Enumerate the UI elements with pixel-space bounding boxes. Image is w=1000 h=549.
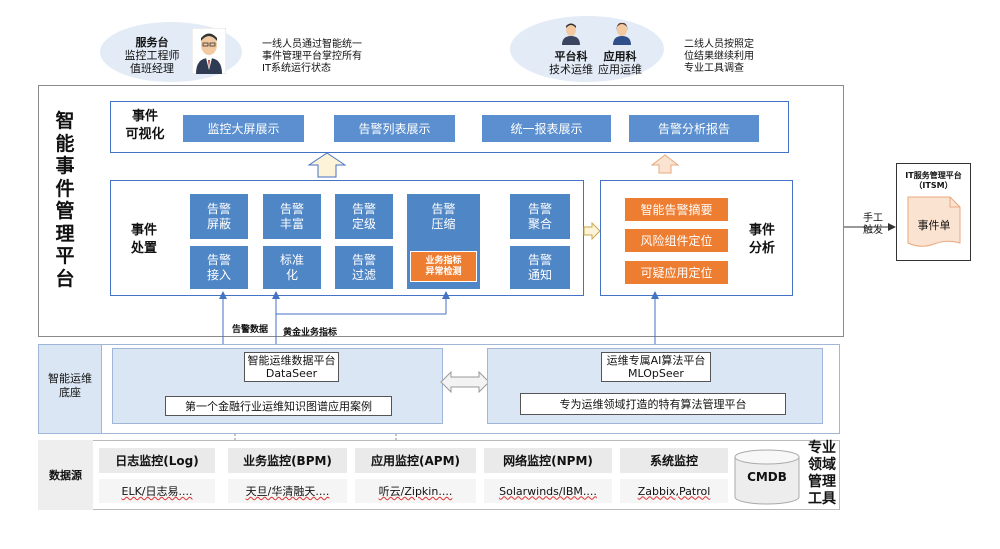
bpm-monitor-head[interactable]: 业务监控(BPM) [228,448,347,473]
up-arrow-icon [308,152,346,178]
left-note: 一线人员通过智能统一 事件管理平台掌控所有 IT系统运行状态 [262,39,362,74]
alert-compress-tile[interactable]: 告警 压缩 [407,194,480,239]
unified-report-tile[interactable]: 统一报表展示 [482,115,611,142]
alert-analysis-tile[interactable]: 告警分析报告 [629,115,759,142]
platform-person-icon [562,23,580,45]
standardize-tile[interactable]: 标准 化 [263,246,321,289]
manual-trigger-label: 手工 触发 [863,213,883,236]
ticket-doc-icon [907,196,961,247]
analysis-title: 事件 分析 [748,223,775,256]
up-arrow-icon-orange [651,154,679,174]
npm-monitor-tools: Solarwinds/IBM.... [484,479,612,503]
alert-enrich-tile[interactable]: 告警 丰富 [263,194,321,239]
itsm-title: IT服务管理平台 （ITSM） [905,171,962,190]
dataseer-name[interactable]: 智能运维数据平台 DataSeer [244,352,339,382]
gold-metrics-label: 黄金业务指标 [283,328,338,338]
alert-grade-tile[interactable]: 告警 定级 [335,194,393,239]
cmdb-database-icon [734,449,800,505]
engineer-person-icon [192,28,226,74]
platform-title: 智 能 事 件 管 理 平 台 [55,110,75,290]
handling-title: 事件 处置 [130,223,157,256]
log-monitor-tools: ELK/日志易.... [99,479,215,503]
mlopseer-name[interactable]: 运维专属AI算法平台 MLOpSeer [601,352,711,382]
mlopseer-desc: 专为运维领域打造的特有算法管理平台 [520,393,786,415]
system-monitor-head[interactable]: 系统监控 [620,448,728,473]
dataseer-desc: 第一个金融行业运维知识图谱应用案例 [165,396,392,416]
bpm-monitor-tools: 天旦/华清融天.... [228,479,347,503]
alert-ingest-tile[interactable]: 告警 接入 [190,246,248,289]
metric-anomaly-detect-tile[interactable]: 业务指标 异常检测 [410,251,477,282]
alert-aggregate-tile[interactable]: 告警 聚合 [510,194,570,239]
alert-mask-tile[interactable]: 告警 屏蔽 [190,194,248,239]
double-arrow-icon [440,371,490,393]
visualization-title: 事件 可视化 [125,109,165,142]
alarm-data-label: 告警数据 [232,325,269,335]
domain-tools-title: 专业 领域 管理 工具 [808,440,836,507]
suspicious-app-tile[interactable]: 可疑应用定位 [625,261,728,284]
alert-notify-tile[interactable]: 告警 通知 [510,246,570,289]
platform-dept-label: 平台科技术运维 [549,50,593,76]
apm-monitor-tools: 听云/Zipkin.... [355,479,476,503]
system-monitor-tools: Zabbix,Patrol [620,479,728,503]
monitor-screen-tile[interactable]: 监控大屏展示 [183,115,304,142]
right-cloud [510,16,664,82]
right-arrow-icon [583,222,601,240]
alert-filter-tile[interactable]: 告警 过滤 [335,246,393,289]
smart-summary-tile[interactable]: 智能告警摘要 [625,198,728,221]
risk-component-tile[interactable]: 风险组件定位 [625,229,728,252]
base-title-box [38,344,102,434]
service-desk-label: 服务台 监控工程师 值班经理 [124,36,180,75]
apm-monitor-head[interactable]: 应用监控(APM) [355,448,476,473]
right-note: 二线人员按照定 位结果继续利用 专业工具调查 [684,39,754,74]
base-title: 智能运维 底座 [48,372,92,399]
application-person-icon [613,22,631,45]
npm-monitor-head[interactable]: 网络监控(NPM) [484,448,612,473]
datasource-title: 数据源 [38,440,93,510]
ticket-label[interactable]: 事件单 [917,219,951,232]
log-monitor-head[interactable]: 日志监控(Log) [99,448,215,473]
app-dept-label: 应用科应用运维 [598,50,642,76]
cmdb-label[interactable]: CMDB [747,470,787,484]
alert-list-tile[interactable]: 告警列表展示 [334,115,455,142]
